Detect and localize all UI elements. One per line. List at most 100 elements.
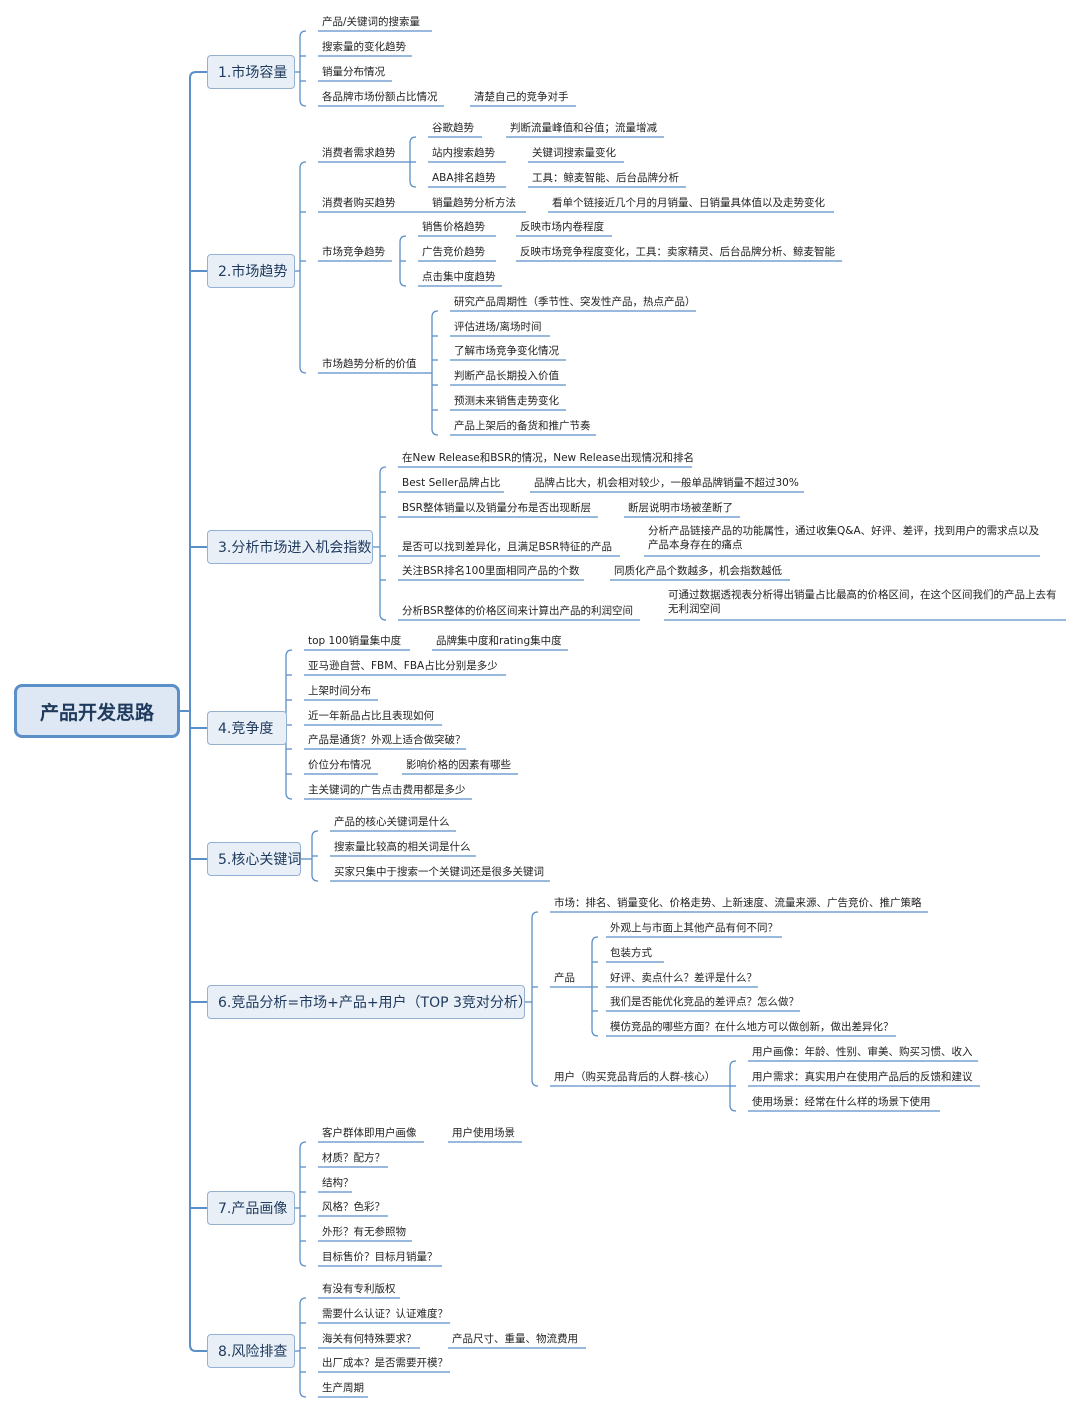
leaf-item: 搜索量比较高的相关词是什么 [334, 841, 471, 853]
leaf-item: 销量趋势分析方法 [432, 197, 516, 209]
leaf-item: 品牌占比大，机会相对较少，一般单品牌销量不超过30% [534, 477, 799, 489]
connector-line [591, 1029, 599, 1037]
leaf-item: 产品上架后的备货和推广节奏 [454, 420, 591, 432]
leaf-item: 销售价格趋势 [422, 221, 485, 233]
branch-entry-opportunity: 3.分析市场进入机会指数 [207, 530, 373, 564]
leaf-item: 工具：鲸麦智能、后台品牌分析 [532, 172, 679, 184]
leaf-item: 谷歌趋势 [432, 122, 474, 134]
leaf-item: 消费者需求趋势 [322, 147, 396, 159]
leaf-item: 目标售价？目标月销量？ [322, 1251, 438, 1263]
leaf-item: top 100销量集中度 [308, 635, 402, 647]
leaf-item: 风格？色彩？ [322, 1201, 385, 1213]
leaf-item: 市场：排名、销量变化、价格走势、上新速度、流量来源、广告竞价、推广策略 [554, 897, 922, 909]
leaf-item: 生产周期 [322, 1382, 364, 1394]
leaf-item: 外观上与市面上其他产品有何不同？ [610, 922, 778, 934]
leaf-item: ABA排名趋势 [432, 172, 496, 184]
leaf-item: 销量分布情况 [322, 66, 385, 78]
leaf-item: 用户画像：年龄、性别、审美、购买习惯、收入 [752, 1046, 973, 1058]
leaf-item: 研究产品周期性（季节性、突发性产品，热点产品） [454, 296, 696, 308]
connector-line [399, 279, 407, 287]
leaf-item: 评估进场/离场时间 [454, 321, 542, 333]
branch-competitor-analysis: 6.竞品分析=市场+产品+用户（TOP 3竞对分析） [207, 985, 532, 1019]
leaf-item: 材质？配方？ [322, 1152, 385, 1164]
leaf-item: 买家只集中于搜索一个关键词还是很多关键词 [334, 866, 544, 878]
leaf-item: 用户使用场景 [452, 1127, 515, 1139]
branch-risk-check: 8.风险排查 [207, 1334, 295, 1368]
leaf-item: 反映市场竞争程度变化，工具：卖家精灵、后台品牌分析、鲸麦智能 [520, 246, 835, 258]
connector-line [311, 874, 319, 882]
leaf-item: 搜索量的变化趋势 [322, 41, 406, 53]
connector-line [189, 71, 197, 79]
leaf-item: 用户（购买竞品背后的人群-核心） [554, 1071, 716, 1083]
connector-line [299, 1297, 307, 1305]
leaf-item: 关键词搜索量变化 [532, 147, 616, 159]
leaf-item: 可通过数据透视表分析得出销量占比最高的价格区间，在这个区间我们的产品上去有无利润… [668, 589, 1057, 615]
leaf-item: 用户需求：真实用户在使用产品后的反馈和建议 [752, 1071, 973, 1083]
leaf-item: 同质化产品个数越多，机会指数越低 [614, 565, 782, 577]
leaf-item: 产品尺寸、重量、物流费用 [452, 1333, 578, 1345]
leaf-item: 客户群体即用户画像 [322, 1127, 417, 1139]
leaf-item: 包装方式 [610, 947, 652, 959]
connector-line [285, 792, 293, 800]
connector-line [431, 428, 439, 436]
branch-market-capacity: 1.市场容量 [207, 55, 295, 89]
connector-line [409, 180, 417, 188]
leaf-item: Best Seller品牌占比 [402, 477, 501, 489]
leaf-item: 反映市场内卷程度 [520, 221, 604, 233]
connector-line [299, 161, 307, 169]
connector-line [729, 1104, 737, 1112]
connector-line [409, 136, 417, 144]
leaf-item: 使用场景：经常在什么样的场景下使用 [752, 1096, 931, 1108]
leaf-item: 影响价格的因素有哪些 [406, 759, 511, 771]
connector-line [379, 613, 387, 621]
connector-line [311, 830, 319, 838]
connector-line [729, 1060, 737, 1068]
leaf-item: 判断产品长期投入价值 [454, 370, 559, 382]
leaf-item: 亚马逊自营、FBM、FBA占比分别是多少 [308, 660, 498, 672]
leaf-item: 广告竞价趋势 [422, 246, 485, 258]
leaf-item: 市场趋势分析的价值 [322, 358, 417, 370]
leaf-item: 产品 [554, 972, 575, 984]
leaf-item: 需要什么认证？认证难度？ [322, 1308, 448, 1320]
leaf-item: 断层说明市场被垄断了 [628, 502, 733, 514]
leaf-item: 分析产品链接产品的功能属性，通过收集Q&A、好评、差评，找到用户的需求点以及产品… [648, 525, 1040, 551]
branch-market-trend: 2.市场趋势 [207, 254, 295, 288]
branch-product-profile: 7.产品画像 [207, 1191, 295, 1225]
leaf-item: 看单个链接近几个月的月销量、日销量具体值以及走势变化 [552, 197, 825, 209]
connector-line [299, 99, 307, 107]
connector-line [299, 1141, 307, 1149]
leaf-item: 站内搜索趋势 [432, 147, 495, 159]
connector-line [591, 936, 599, 944]
leaf-item: 价位分布情况 [308, 759, 371, 771]
connector-line [399, 235, 407, 243]
leaf-item: 好评、卖点什么？差评是什么？ [610, 972, 757, 984]
connector-line [299, 1390, 307, 1398]
leaf-item: 海关有何特殊要求？ [322, 1333, 417, 1345]
leaf-item: 我们是否能优化竞品的差评点？怎么做？ [610, 996, 799, 1008]
leaf-item: 结构？ [322, 1177, 354, 1189]
leaf-item: 各品牌市场份额占比情况 [322, 91, 438, 103]
leaf-item: 产品的核心关键词是什么 [334, 816, 450, 828]
leaf-item: 点击集中度趋势 [422, 271, 496, 283]
leaf-item: 消费者购买趋势 [322, 197, 396, 209]
leaf-item: 预测未来销售走势变化 [454, 395, 559, 407]
connector-line [299, 1259, 307, 1267]
leaf-item: 有没有专利版权 [322, 1283, 396, 1295]
leaf-item: 是否可以找到差异化，且满足BSR特征的产品 [402, 541, 612, 553]
leaf-item: 市场竞争趋势 [322, 246, 385, 258]
connector-line [189, 1344, 197, 1352]
leaf-item: 出厂成本？是否需要开模？ [322, 1357, 448, 1369]
leaf-item: 分析BSR整体的价格区间来计算出产品的利润空间 [402, 605, 633, 617]
leaf-item: 产品/关键词的搜索量 [322, 16, 421, 28]
leaf-item: 判断流量峰值和谷值；流量增减 [510, 122, 657, 134]
leaf-item: 模仿竞品的哪些方面？在什么地方可以做创新，做出差异化？ [610, 1021, 894, 1033]
root-node: 产品开发思路 [14, 684, 180, 738]
leaf-item: BSR整体销量以及销量分布是否出现断层 [402, 502, 591, 514]
leaf-item: 了解市场竞争变化情况 [454, 345, 559, 357]
leaf-item: 清楚自己的竞争对手 [474, 91, 569, 103]
connector-line [285, 649, 293, 657]
connector-line [379, 466, 387, 474]
branch-core-keywords: 5.核心关键词 [207, 842, 301, 876]
